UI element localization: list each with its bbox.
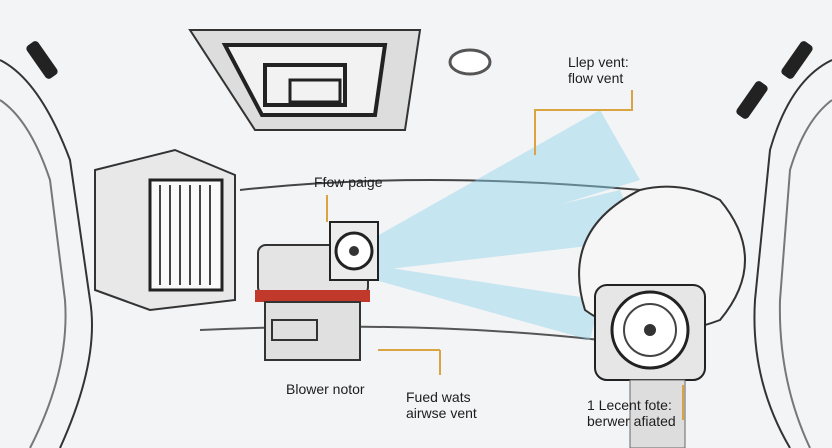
blower-motor	[255, 221, 379, 361]
ceiling-vent	[188, 29, 422, 131]
heater-unit	[94, 148, 236, 312]
label-line: Fued wats	[406, 389, 471, 405]
right-blower	[578, 185, 746, 448]
label-line: flow vent	[568, 70, 624, 86]
label-line: airwse vent	[406, 405, 477, 421]
side-light-right	[781, 41, 813, 79]
label-line: 1 Lecent fote:	[587, 397, 672, 413]
label-flow: Ffow paige	[314, 174, 383, 190]
label-line: Llep vent:	[568, 54, 629, 70]
airflow	[370, 110, 640, 340]
label-blower-motor: Blower notor	[286, 381, 365, 397]
dome-light	[448, 48, 492, 76]
label-top-right: Llep vent: flow vent	[568, 54, 629, 86]
label-bottom-center: Fued wats airwse vent	[406, 389, 477, 421]
label-bottom-right: 1 Lecent fote: berwer afiated	[587, 397, 676, 429]
pointer-arrows	[326, 90, 684, 420]
side-light-right-2	[736, 81, 768, 119]
cabin-frame	[0, 59, 832, 448]
side-light-left	[26, 41, 58, 79]
label-line: berwer afiated	[587, 413, 676, 429]
